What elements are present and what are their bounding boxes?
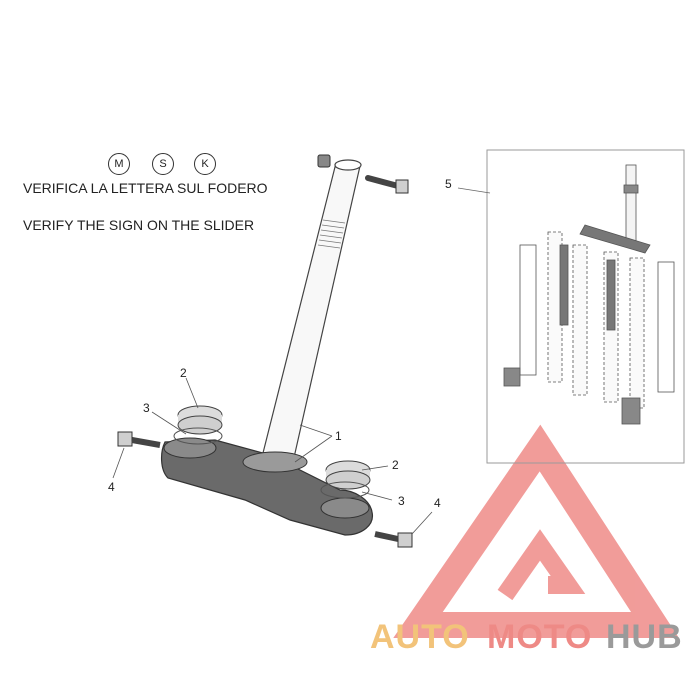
badge-k: K xyxy=(194,153,216,175)
callout-2-left: 2 xyxy=(180,366,187,380)
clamp-bolts-drawing xyxy=(117,431,413,548)
fork-caps-drawing xyxy=(177,405,371,490)
o-rings-drawing xyxy=(173,427,370,499)
callout-2-right: 2 xyxy=(392,458,399,472)
steering-stem-drawing xyxy=(261,159,362,463)
callout-4-left: 4 xyxy=(108,480,115,494)
note-italian: VERIFICA LA LETTERA SUL FODERO xyxy=(23,180,268,196)
fork-assembly-drawing xyxy=(503,164,675,425)
callout-5: 5 xyxy=(445,177,452,191)
callout-4-right: 4 xyxy=(434,496,441,510)
inset-frame xyxy=(486,149,685,464)
leader-lines xyxy=(112,377,433,535)
watermark-auto: AUTO xyxy=(370,618,470,656)
watermark-hub: HUB xyxy=(606,618,683,656)
badge-s: S xyxy=(152,153,174,175)
lower-triple-clamp-drawing xyxy=(161,437,373,536)
badge-m: M xyxy=(108,153,130,175)
watermark-moto: MOTO xyxy=(487,618,593,656)
callout-3-left: 3 xyxy=(143,401,150,415)
watermark-logo-icon xyxy=(393,424,679,638)
top-bolt-drawing xyxy=(317,154,409,194)
note-english: VERIFY THE SIGN ON THE SLIDER xyxy=(23,217,255,233)
callout-1: 1 xyxy=(335,429,342,443)
callout-3-right: 3 xyxy=(398,494,405,508)
